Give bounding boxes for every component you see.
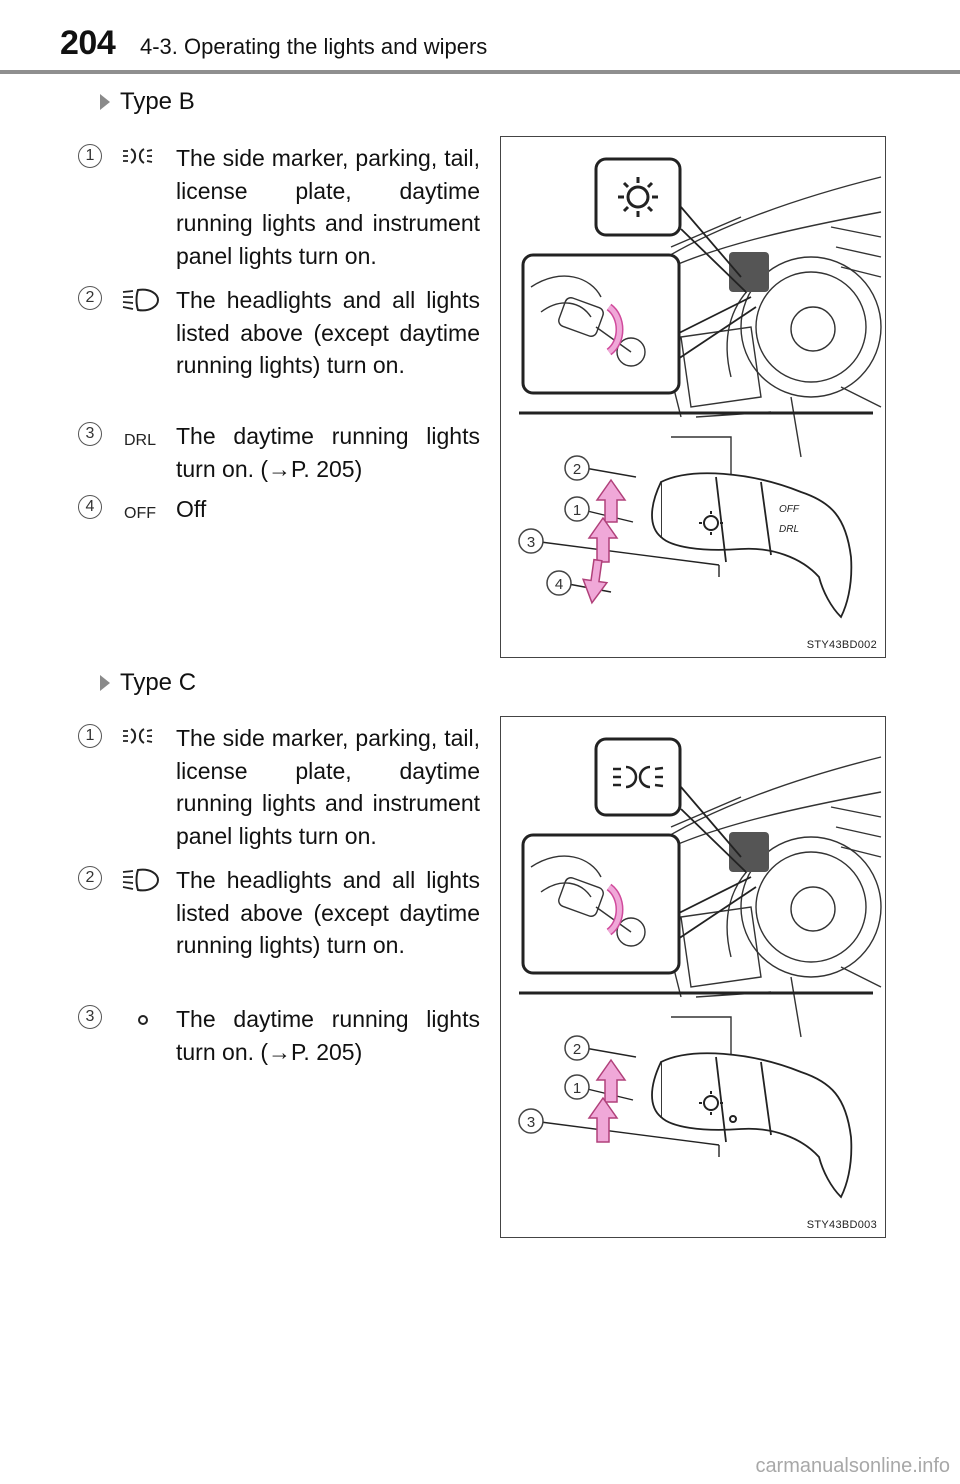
type-c-illustration: 2 1 3 STY43BD003 bbox=[500, 716, 886, 1238]
watermark: carmanualsonline.info bbox=[755, 1455, 950, 1477]
callout-number: 4 bbox=[555, 576, 563, 593]
page-number: 204 bbox=[60, 24, 116, 62]
item-description: The headlights and all lights listed abo… bbox=[176, 867, 480, 958]
figure-drl-label: DRL bbox=[779, 524, 799, 535]
figure-code: STY43BD003 bbox=[806, 1219, 877, 1231]
item-number-badge: 4 bbox=[78, 495, 102, 519]
drl-label: DRL bbox=[124, 432, 157, 449]
callout-number: 3 bbox=[527, 534, 535, 551]
type-b-illustration: DRL OFF 2 1 3 4 STY43BD002 bbox=[500, 136, 886, 658]
callout-number: 1 bbox=[573, 502, 581, 519]
item-description: The daytime running lights turn on. (→P.… bbox=[176, 1006, 480, 1065]
item-description: Off bbox=[176, 496, 207, 522]
tail-lights-icon bbox=[120, 722, 168, 752]
item-description: The daytime running lights turn on. (→P.… bbox=[176, 423, 480, 482]
off-label: OFF bbox=[124, 505, 156, 522]
triangle-bullet-icon bbox=[100, 675, 110, 691]
item-number-badge: 3 bbox=[78, 422, 102, 446]
item-number-badge: 2 bbox=[78, 286, 102, 310]
item-number-badge: 3 bbox=[78, 1005, 102, 1029]
triangle-bullet-icon bbox=[100, 94, 110, 110]
callout-number: 2 bbox=[573, 461, 581, 478]
item-number-badge: 1 bbox=[78, 724, 102, 748]
figure-off-label: OFF bbox=[779, 504, 800, 515]
item-number-badge: 2 bbox=[78, 866, 102, 890]
section-title: 4-3. Operating the lights and wipers bbox=[140, 34, 488, 59]
type-c-heading: Type C bbox=[100, 669, 196, 697]
tail-lights-icon bbox=[120, 142, 168, 172]
header-divider bbox=[0, 70, 960, 74]
item-description: The side marker, parking, tail, license … bbox=[176, 725, 480, 849]
type-b-heading: Type B bbox=[100, 88, 195, 116]
type-b-heading-text: Type B bbox=[120, 88, 195, 115]
type-c-heading-text: Type C bbox=[120, 669, 197, 696]
page-header: 204 4-3. Operating the lights and wipers bbox=[0, 0, 960, 80]
item-description: The headlights and all lights listed abo… bbox=[176, 287, 480, 378]
figure-code: STY43BD002 bbox=[806, 639, 877, 651]
headlights-icon bbox=[120, 284, 168, 314]
callout-number: 2 bbox=[573, 1041, 581, 1058]
item-description: The side marker, parking, tail, license … bbox=[176, 145, 480, 269]
item-number-badge: 1 bbox=[78, 144, 102, 168]
callout-number: 1 bbox=[573, 1080, 581, 1097]
headlights-icon bbox=[120, 864, 168, 894]
callout-number: 3 bbox=[527, 1114, 535, 1131]
small-circle-icon bbox=[120, 1003, 168, 1033]
